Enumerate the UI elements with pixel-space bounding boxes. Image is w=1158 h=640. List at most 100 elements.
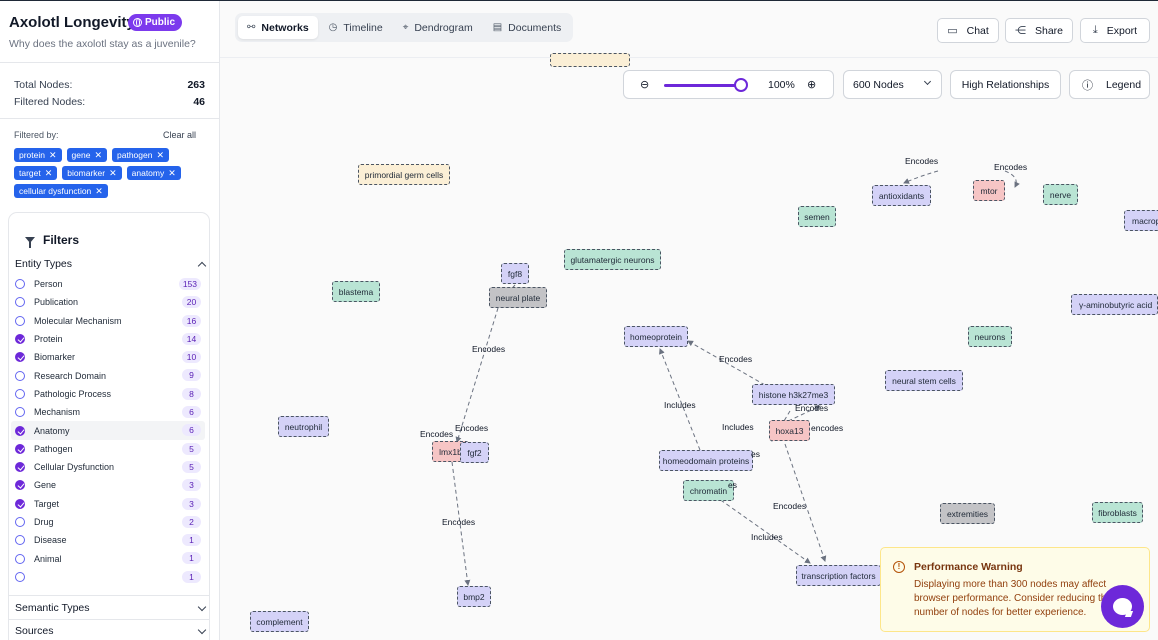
graph-node[interactable]: homeodomain proteins	[659, 450, 753, 471]
edge-label: Encodes	[795, 403, 829, 413]
close-icon[interactable]: ✕	[44, 167, 53, 178]
checked-radio-icon[interactable]	[15, 462, 25, 473]
divider	[0, 62, 219, 63]
checked-radio-icon[interactable]	[15, 443, 25, 454]
checked-radio-icon[interactable]	[15, 498, 25, 509]
graph-node[interactable]: hoxa13	[769, 420, 810, 441]
graph-node[interactable]: neural stem cells	[885, 370, 963, 391]
zoom-slider-track[interactable]	[664, 84, 742, 87]
zoom-in-icon[interactable]: ⊕	[807, 79, 817, 91]
share-button[interactable]: ⋲Share	[1005, 18, 1073, 43]
graph-node[interactable]: neural plate	[489, 287, 547, 308]
graph-node[interactable]: fibroblasts	[1092, 502, 1143, 523]
chevron-down-icon	[197, 602, 207, 611]
edge-label: Encodes	[994, 162, 1028, 172]
radio-icon[interactable]	[15, 571, 25, 582]
graph-node[interactable]: nerve	[1043, 184, 1078, 205]
graph-node[interactable]: fgf8	[501, 263, 529, 284]
entity-type-option[interactable]: 1	[15, 568, 205, 586]
graph-node[interactable]: neurons	[968, 326, 1012, 347]
zoom-out-icon[interactable]: ⊖	[640, 79, 650, 91]
checked-radio-icon[interactable]	[15, 480, 25, 491]
chat-button[interactable]: ▭Chat	[937, 18, 999, 43]
checked-radio-icon[interactable]	[15, 334, 25, 345]
graph-canvas[interactable]: ⚯Networks ◷Timeline ⌖Dendrogram ▤Documen…	[220, 1, 1158, 640]
radio-icon[interactable]	[15, 370, 25, 381]
divider	[9, 619, 209, 620]
zoom-slider-handle[interactable]	[734, 78, 748, 92]
radio-icon[interactable]	[15, 315, 25, 326]
edge-label: Encodes	[719, 354, 753, 364]
graph-node-partial[interactable]	[550, 53, 630, 67]
export-button[interactable]: ⤓Export	[1080, 18, 1150, 43]
graph-node[interactable]: primordial germ cells	[358, 164, 450, 185]
tab-networks[interactable]: ⚯Networks	[238, 16, 318, 39]
graph-node[interactable]: antioxidants	[872, 185, 931, 206]
graph-node[interactable]: mtor	[973, 180, 1005, 201]
zoom-control: ⊖ 100% ⊕	[623, 70, 834, 99]
edge-label: es	[751, 449, 760, 459]
chat-launcher-button[interactable]	[1101, 585, 1144, 628]
info-icon: ⓘ	[1082, 79, 1093, 92]
graph-node[interactable]: glutamatergic neurons	[564, 249, 661, 270]
semantic-types-toggle[interactable]: Semantic Types	[15, 602, 207, 614]
close-icon[interactable]: ✕	[95, 185, 103, 196]
graph-node[interactable]: homeoprotein	[624, 326, 688, 347]
radio-icon[interactable]	[15, 388, 25, 399]
stat-value: 46	[193, 96, 205, 108]
checked-radio-icon[interactable]	[15, 352, 25, 363]
close-icon[interactable]: ✕	[94, 149, 103, 160]
close-icon[interactable]: ✕	[109, 167, 117, 178]
radio-icon[interactable]	[15, 535, 25, 546]
radio-icon[interactable]	[15, 407, 25, 418]
entity-types-toggle[interactable]: Entity Types	[15, 258, 207, 270]
stat-value: 263	[187, 79, 205, 91]
radio-icon[interactable]	[15, 553, 25, 564]
legend-button[interactable]: ⓘ Legend	[1069, 70, 1150, 99]
radio-icon[interactable]	[15, 517, 25, 527]
graph-node[interactable]: blastema	[332, 281, 380, 302]
graph-node[interactable]: bmp2	[457, 586, 491, 607]
node-count-select[interactable]: 600 Nodes	[843, 70, 942, 99]
radio-icon[interactable]	[15, 297, 25, 308]
public-badge[interactable]: Public	[128, 14, 183, 31]
tab-dendrogram[interactable]: ⌖Dendrogram	[394, 16, 482, 39]
checked-radio-icon[interactable]	[15, 425, 25, 436]
tab-documents[interactable]: ▤Documents	[484, 16, 571, 39]
graph-node[interactable]: neutrophil	[278, 416, 329, 437]
graph-node[interactable]: histone h3k27me3	[752, 384, 835, 405]
graph-node[interactable]: chromatin	[683, 480, 734, 501]
radio-icon[interactable]	[15, 279, 25, 290]
close-icon[interactable]: ✕	[156, 149, 165, 160]
relationships-button[interactable]: High Relationships	[950, 70, 1061, 99]
graph-node[interactable]: macrop	[1124, 210, 1158, 231]
close-icon[interactable]: ✕	[49, 149, 57, 160]
graph-node[interactable]: semen	[798, 206, 836, 227]
graph-node[interactable]: γ-aminobutyric acid	[1071, 294, 1158, 315]
sources-toggle[interactable]: Sources	[15, 625, 207, 637]
graph-node[interactable]: complement	[250, 611, 309, 632]
clear-all-link[interactable]: Clear all	[163, 130, 197, 140]
close-icon[interactable]: ✕	[168, 167, 176, 178]
graph-node[interactable]: fgf2	[460, 442, 489, 463]
graph-node[interactable]: extremities	[940, 503, 995, 524]
graph-node[interactable]: transcription factors	[796, 565, 881, 586]
chip-label: biomarker	[67, 168, 106, 178]
tab-timeline[interactable]: ◷Timeline	[320, 16, 392, 39]
